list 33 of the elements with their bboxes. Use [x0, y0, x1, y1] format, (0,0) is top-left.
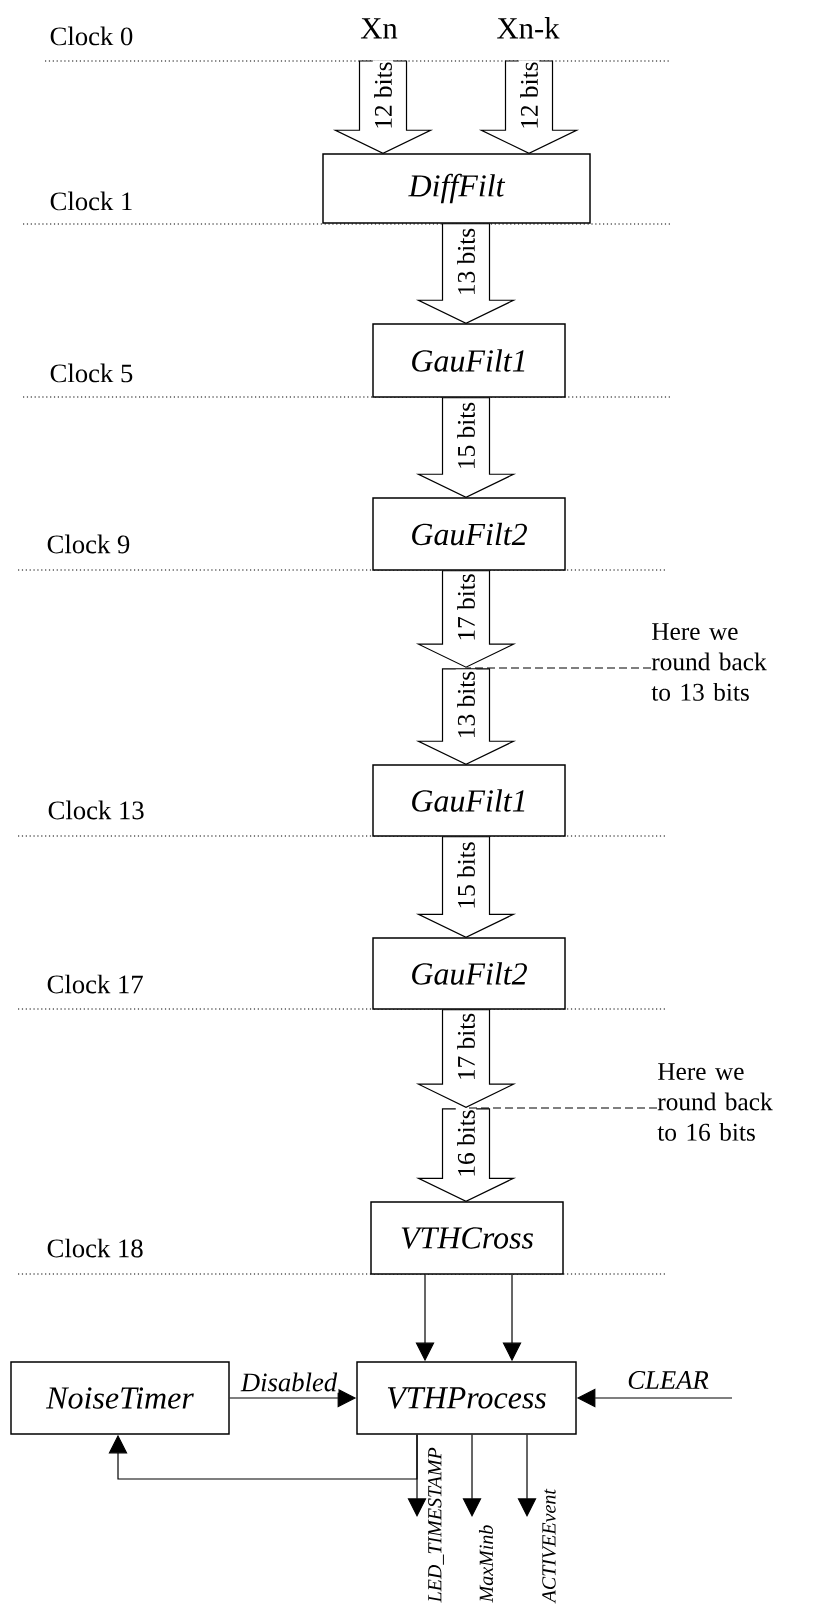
arrow [462, 1434, 482, 1517]
process-box: VTHProcess [356, 1361, 577, 1435]
clock-label: Clock 13 [48, 800, 144, 820]
edge-label: 15 bits [455, 840, 477, 911]
input-label: Xn-k [497, 17, 560, 39]
clock-label: Clock 5 [50, 363, 133, 383]
leader-line [466, 667, 652, 669]
note-text: Here we round back to 16 bits [657, 1063, 773, 1141]
edge-label: ACTIVEEvent [540, 1487, 558, 1604]
clock-label: Clock 0 [50, 26, 133, 46]
arrow [108, 1434, 418, 1480]
edge-label: 12 bits [518, 60, 540, 132]
arrow [517, 1434, 537, 1517]
process-box: GauFilt2 [372, 497, 566, 571]
note-text: Here we round back to 13 bits [651, 623, 767, 701]
process-box: NoiseTimer [10, 1361, 230, 1435]
clock-label: Clock 17 [47, 974, 143, 994]
clock-label: Clock 1 [50, 191, 132, 211]
edge-label: LED_TIMESTAMP [426, 1445, 446, 1604]
process-box: GauFilt2 [372, 937, 566, 1010]
leader-line [466, 1107, 658, 1109]
edge-label: 12 bits [372, 60, 394, 132]
process-box: VTHCross [370, 1201, 564, 1275]
edge-label: MaxMinb [477, 1523, 495, 1604]
process-box: GauFilt1 [372, 764, 566, 837]
input-label: Xn [360, 18, 398, 39]
edge-label: 17 bits [455, 572, 477, 643]
process-box: DiffFilt [322, 153, 591, 224]
clock-label: Clock 9 [47, 534, 130, 554]
edge-label: CLEAR [625, 1369, 711, 1391]
edge-label: Disabled [239, 1371, 339, 1393]
process-box: GauFilt1 [372, 323, 566, 398]
clock-label: Clock 18 [47, 1238, 143, 1258]
